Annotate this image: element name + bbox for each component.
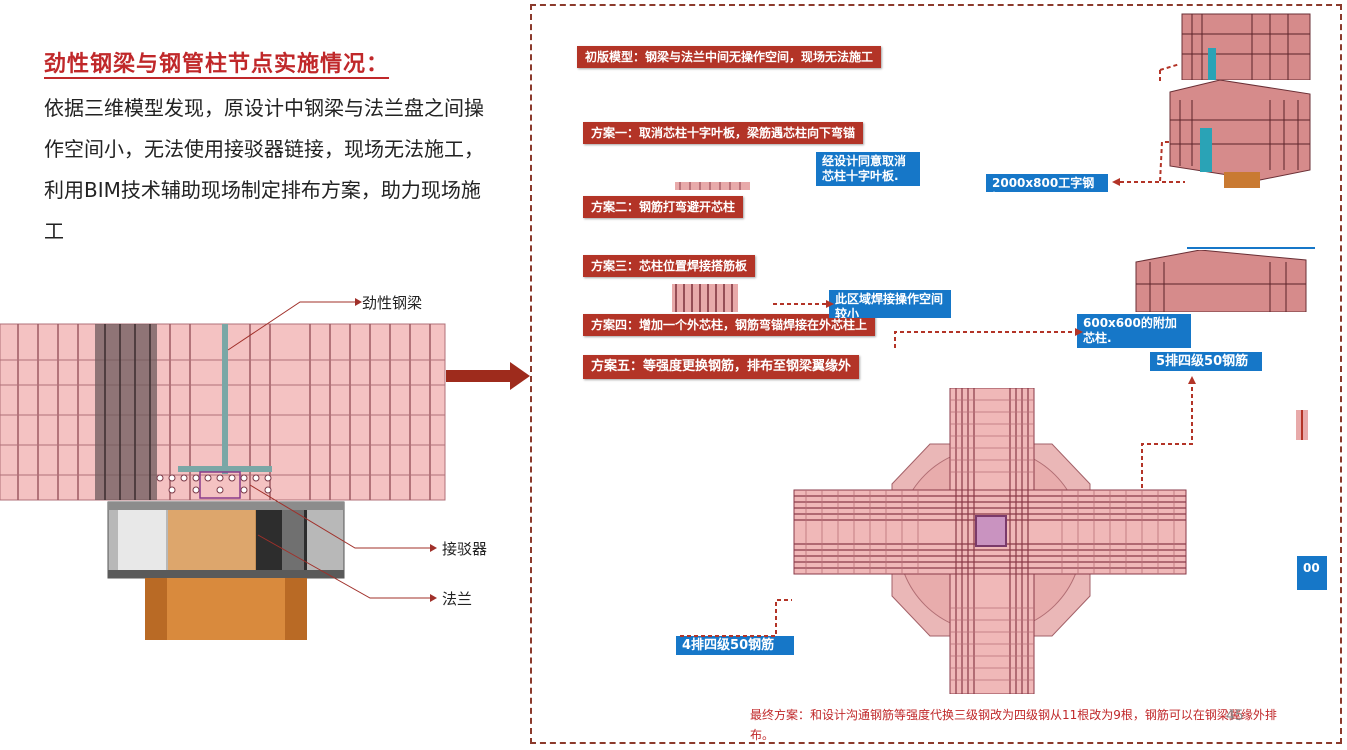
note-design-agree: 经设计同意取消芯柱十字叶板. (816, 152, 920, 186)
callout-coupler: 接驳器 (442, 540, 488, 558)
callout-flange: 法兰 (442, 590, 473, 608)
dashed-connectors (680, 60, 1196, 637)
arrow-right-icon (446, 362, 530, 390)
welded-plate-icon (672, 284, 738, 312)
plan1-model-thumbnail (1169, 80, 1311, 188)
note-rows5: 5排四级50钢筋 (1150, 352, 1262, 371)
note-i-beam: 2000x800工字钢梁 (986, 174, 1108, 192)
note-rows4: 4排四级50钢筋 (676, 636, 794, 655)
scheme-panel-frame (530, 4, 1342, 744)
final-plan-note: 最终方案：和设计沟通钢筋等强度代换三级钢改为四级钢从11根改为9根，钢筋可以在钢… (750, 708, 1277, 742)
callout-steel-beam: 劲性钢梁 (362, 294, 423, 312)
scheme-plan1-label: 方案一：取消芯柱十字叶板，梁筋遇芯柱向下弯锚 (583, 122, 864, 144)
plan3-model-thumbnail (1135, 250, 1307, 312)
divider-line (1187, 247, 1315, 249)
scheme-initial-label: 初版模型：钢梁与法兰中间无操作空间，现场无法施工 (577, 46, 882, 68)
final-plan-rebar-layout (793, 388, 1187, 694)
note-partial: 00 (1297, 556, 1327, 590)
page-number: 45 (1226, 708, 1244, 724)
rebar-strip-icon (675, 182, 750, 190)
scheme-plan4-label: 方案四：增加一个外芯柱，钢筋弯锚焊接在外芯柱上 (583, 314, 876, 336)
scheme-plan5-label: 方案五：等强度更换钢筋，排布至钢梁翼缘外 (583, 355, 860, 379)
scheme-plan2-label: 方案二：钢筋打弯避开芯柱 (583, 196, 744, 218)
rebar-fragment-icon (1296, 410, 1308, 440)
description-text: 依据三维模型发现，原设计中钢梁与法兰盘之间操作空间小，无法使用接驳器链接，现场无… (44, 96, 484, 243)
page-title: 劲性钢梁与钢管柱节点实施情况： (44, 52, 390, 77)
note-weld-space: 此区域焊接操作空间较小 (829, 290, 951, 318)
beam-column-joint-model (0, 298, 446, 640)
note-extra-core: 600x600的附加芯柱. (1077, 314, 1191, 348)
initial-model-thumbnail (1181, 13, 1311, 80)
scheme-plan3-label: 方案三：芯柱位置焊接搭筋板 (583, 255, 756, 277)
